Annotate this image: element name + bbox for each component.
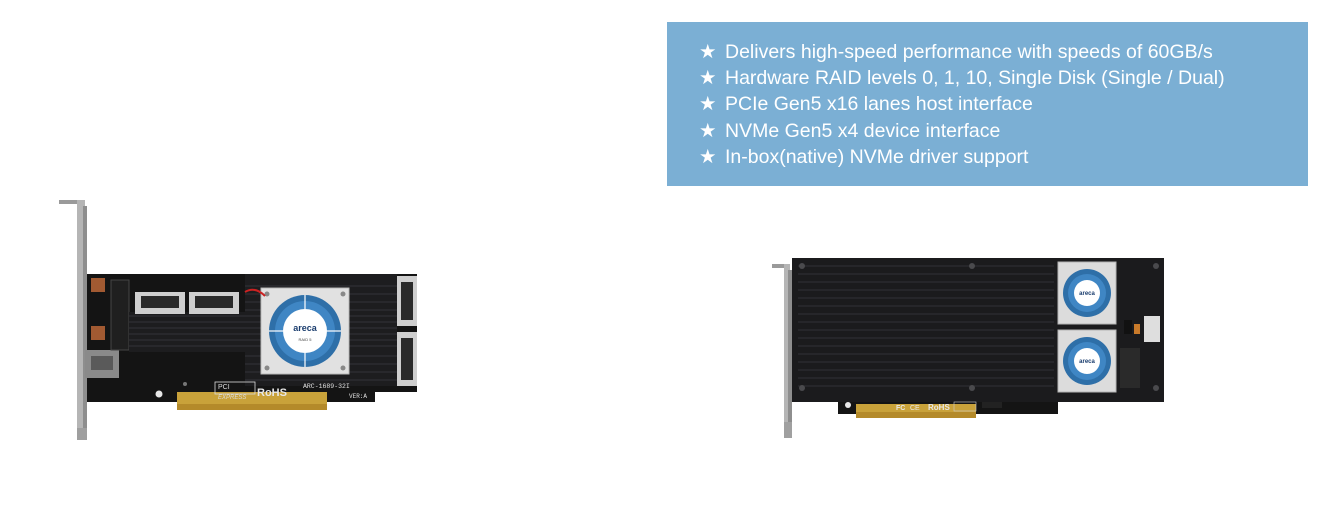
version-label: VER:A	[349, 393, 367, 400]
feature-item: ★PCIe Gen5 x16 lanes host interface	[699, 91, 1308, 117]
slimsas-connector	[397, 276, 417, 326]
rohs-label: RoHS	[257, 387, 287, 399]
svg-text:PCI: PCI	[218, 384, 230, 391]
feature-item: ★Delivers high-speed performance with sp…	[699, 39, 1308, 65]
star-icon: ★	[699, 145, 717, 168]
feature-item: ★NVMe Gen5 x4 device interface	[699, 118, 1308, 144]
star-icon: ★	[699, 93, 717, 116]
slimsas-connector	[189, 292, 239, 314]
star-icon: ★	[699, 41, 717, 63]
slimsas-connector	[397, 332, 417, 386]
ce-label: CE	[910, 405, 920, 412]
svg-text:EXPRESS: EXPRESS	[218, 395, 246, 401]
fcc-label: FC	[896, 405, 905, 412]
raid-card-front-image: areca RAID 5 PCI EXPRESS RoHS ARC-1689-3…	[55, 196, 425, 446]
slimsas-connector	[135, 292, 185, 314]
gold-fingers	[177, 392, 327, 410]
feature-panel: ★Delivers high-speed performance with sp…	[667, 22, 1308, 186]
svg-text:areca: areca	[1079, 291, 1095, 297]
pci-bracket	[772, 264, 792, 438]
pci-bracket	[59, 200, 87, 440]
cooling-fan: areca	[1057, 261, 1117, 325]
star-icon: ★	[699, 67, 717, 90]
model-label: ARC-1689-32I	[303, 383, 350, 390]
feature-item: ★In-box(native) NVMe driver support	[699, 144, 1308, 170]
cooling-fan: areca	[1057, 329, 1117, 393]
rohs-label: RoHS	[928, 403, 950, 412]
cooling-fan: areca RAID 5	[260, 287, 350, 375]
gold-fingers	[856, 404, 976, 418]
feature-item: ★Hardware RAID levels 0, 1, 10, Single D…	[699, 65, 1308, 91]
pci-express-logo: PCI EXPRESS	[214, 381, 256, 401]
fan-sub-label: RAID 5	[299, 337, 313, 342]
raid-card-heatsink-image: areca areca FC CE RoHS	[768, 252, 1168, 442]
fan-brand-label: areca	[293, 323, 318, 333]
star-icon: ★	[699, 119, 717, 142]
svg-text:areca: areca	[1079, 359, 1095, 365]
